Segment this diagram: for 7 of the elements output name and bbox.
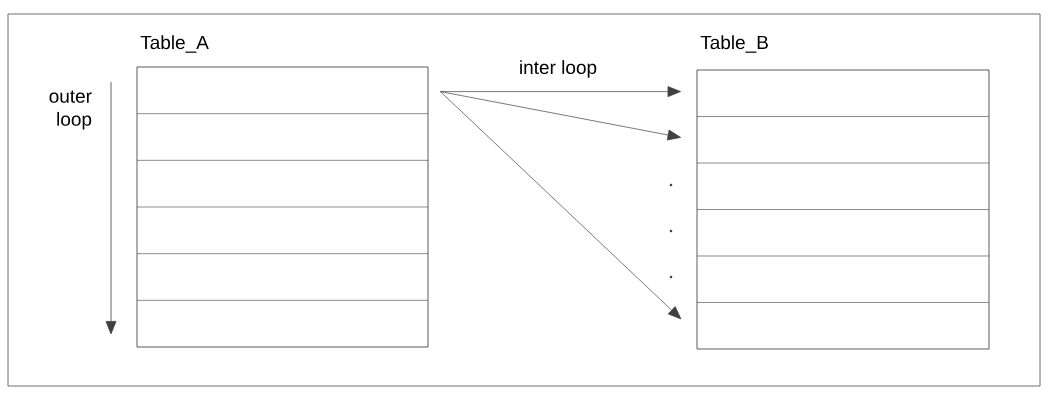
table-title: Table_B <box>700 35 768 53</box>
arrow <box>440 86 681 97</box>
loop-label: outer loop <box>49 90 92 130</box>
edge-label: inter loop <box>517 59 599 79</box>
arrow <box>440 91 681 141</box>
table-title: Table_A <box>140 35 209 53</box>
arrow <box>440 91 682 320</box>
